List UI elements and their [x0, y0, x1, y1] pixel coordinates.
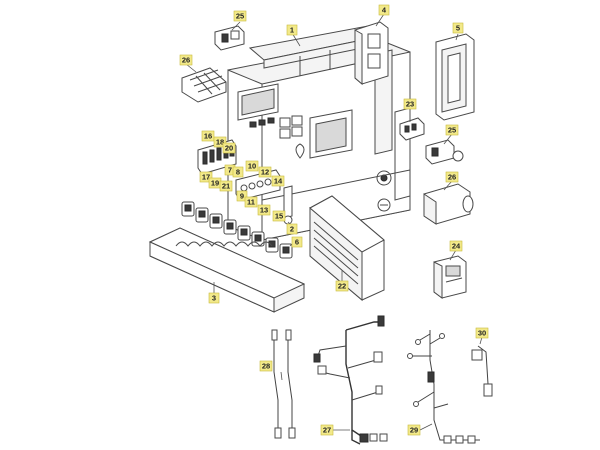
part-label: 16 [204, 132, 212, 141]
grid-cover-left [181, 67, 227, 103]
part-label: 4 [382, 6, 387, 15]
part-label: 6 [295, 238, 299, 247]
part-label: 9 [240, 192, 244, 201]
part-label: 19 [211, 179, 219, 188]
connector-body-26 [423, 183, 474, 225]
part-label: 7 [228, 166, 232, 175]
part-tag-5: 5 [452, 22, 464, 34]
part-label: 23 [406, 100, 414, 109]
part-label: 26 [182, 56, 190, 65]
part-label: 2 [290, 225, 294, 234]
part-tag-30: 30 [475, 327, 489, 339]
part-label: 10 [248, 162, 256, 171]
part-tag-25: 25 [233, 10, 247, 22]
part-label: 13 [260, 206, 268, 215]
part-tag-24: 24 [449, 240, 463, 252]
part-label: 5 [456, 24, 460, 33]
part-label: 26 [448, 173, 456, 182]
part-label: 21 [222, 182, 230, 191]
part-label: 30 [478, 329, 486, 338]
part-label: 25 [236, 12, 244, 21]
part-tag-15: 15 [272, 210, 286, 222]
wiring-loom-29 [407, 330, 480, 444]
plug-row-6 [181, 201, 293, 259]
part-tag-23: 23 [403, 98, 417, 110]
clip-part-right [425, 139, 464, 165]
tray-3 [148, 227, 306, 313]
side-cover-4 [354, 21, 389, 86]
part-label: 20 [225, 144, 233, 153]
connector-23 [399, 117, 425, 141]
part-label: 27 [323, 426, 331, 435]
part-tag-20: 20 [222, 142, 236, 154]
part-label: 18 [216, 138, 224, 147]
part-label: 11 [247, 198, 255, 207]
part-label: 12 [261, 168, 269, 177]
part-tag-3: 3 [208, 292, 220, 304]
part-tag-27: 27 [320, 424, 334, 436]
part-tag-28: 28 [259, 360, 273, 372]
part-label: 29 [410, 426, 418, 435]
part-tag-11: 11 [244, 196, 258, 208]
part-label: 15 [275, 212, 283, 221]
part-label: 28 [262, 362, 270, 371]
part-label: 24 [452, 242, 461, 251]
wiring-harness-27 [313, 315, 388, 445]
part-tag-26: 26 [179, 54, 193, 66]
part-tag-26: 26 [445, 171, 459, 183]
clip-part-top [214, 25, 245, 51]
part-tag-16: 16 [201, 130, 215, 142]
part-tag-21: 21 [219, 180, 233, 192]
part-tag-19: 19 [208, 177, 222, 189]
part-label: 8 [236, 168, 240, 177]
transformer-block-24 [433, 255, 467, 299]
cable-28 [271, 329, 296, 439]
part-label: 22 [338, 282, 346, 291]
part-tag-4: 4 [378, 4, 390, 16]
frame-cover-5 [435, 33, 475, 121]
part-tag-10: 10 [245, 160, 259, 172]
part-tag-25: 25 [445, 124, 459, 136]
part-label: 1 [290, 26, 294, 35]
part-tag-1: 1 [286, 24, 298, 36]
part-tag-18: 18 [213, 136, 227, 148]
plug-30 [471, 345, 493, 397]
cover-panel-22 [309, 195, 385, 302]
part-label: 3 [212, 294, 216, 303]
part-tag-29: 29 [407, 424, 421, 436]
part-tag-8: 8 [232, 166, 244, 178]
part-label: 17 [202, 173, 210, 182]
part-tag-12: 12 [258, 166, 272, 178]
part-tag-17: 17 [199, 171, 213, 183]
part-tag-9: 9 [236, 190, 248, 202]
part-tag-2: 2 [286, 223, 298, 235]
part-tag-14: 14 [271, 175, 285, 187]
part-tag-22: 22 [335, 280, 349, 292]
part-tag-13: 13 [257, 204, 271, 216]
part-tag-6: 6 [291, 236, 303, 248]
part-label: 14 [274, 177, 283, 186]
part-label: 25 [448, 126, 456, 135]
